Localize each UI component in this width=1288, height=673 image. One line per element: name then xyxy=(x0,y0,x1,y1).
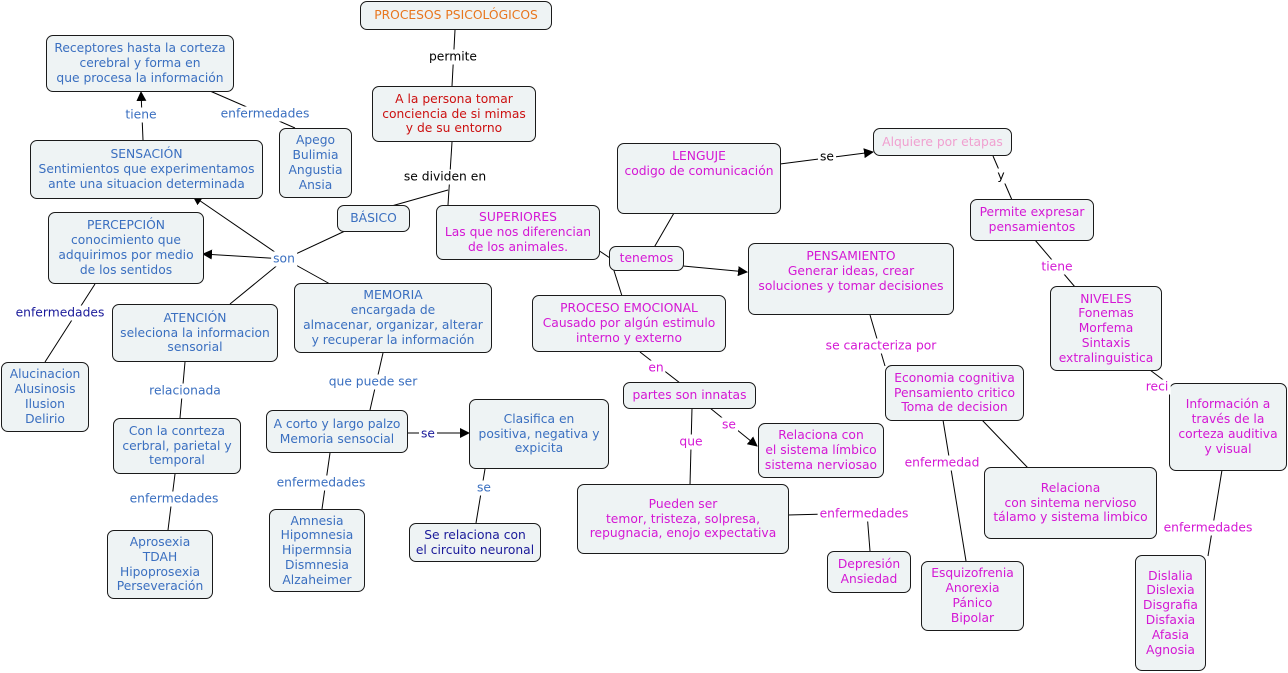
node-alucinacion[interactable]: Alucinacion Alusinosis Ilusion Delirio xyxy=(1,362,89,432)
node-alquiere[interactable]: Alquiere por etapas xyxy=(873,128,1012,156)
node-apego[interactable]: Apego Bulimia Angustia Ansia xyxy=(279,128,352,198)
node-amnesia[interactable]: Amnesia Hipomnesia Hipermnsia Dismnesia … xyxy=(269,509,365,592)
label-son: son xyxy=(271,251,297,267)
node-sensacion[interactable]: SENSACIÓN Sentimientos que experimentamo… xyxy=(30,140,263,199)
node-partes-innatas[interactable]: partes son innatas xyxy=(623,382,756,409)
node-receptores[interactable]: Receptores hasta la corteza cerebral y f… xyxy=(46,35,234,92)
node-percepcion[interactable]: PERCEPCIÓN conocimiento que adquirimos p… xyxy=(48,212,204,284)
node-clasifica[interactable]: Clasifica en positiva, negativa y expici… xyxy=(469,399,609,469)
node-corteza[interactable]: Con la conrteza cerbral, parietal y temp… xyxy=(113,418,241,474)
label-y: y xyxy=(995,168,1007,184)
label-se-innatas: se xyxy=(720,417,738,433)
label-se-caracteriza: se caracteriza por xyxy=(823,338,939,354)
node-memoria[interactable]: MEMORIA encargada de almacenar, organiza… xyxy=(294,283,492,353)
label-enfermedades-sensacion: enfermedades xyxy=(218,106,312,122)
node-corto-largo[interactable]: A corto y largo palzo Memoria sensocial xyxy=(266,410,408,453)
node-tenemos[interactable]: tenemos xyxy=(609,246,684,271)
node-pensamiento[interactable]: PENSAMIENTO Generar ideas, crear solucio… xyxy=(748,243,954,315)
node-economia-cognitiva[interactable]: Economia cognitiva Pensamiento critico T… xyxy=(885,365,1024,421)
node-esquizofrenia[interactable]: Esquizofrenia Anorexia Pánico Bipolar xyxy=(921,561,1024,631)
node-lenguaje[interactable]: LENGUJE codigo de comunicación xyxy=(617,143,781,214)
label-se-corto: se xyxy=(419,426,437,442)
label-en: en xyxy=(646,360,666,376)
node-proceso-emocional[interactable]: PROCESO EMOCIONAL Causado por algún esti… xyxy=(532,295,726,352)
node-sistema-limbico[interactable]: Relaciona con el sistema límbico sistema… xyxy=(758,423,884,478)
label-se-clasifica: se xyxy=(475,480,493,496)
label-enfermedades-informacion: enfermedades xyxy=(1161,520,1255,536)
node-dislalia[interactable]: Dislalia Dislexia Disgrafia Disfaxia Afa… xyxy=(1135,555,1206,671)
node-informacion[interactable]: Información a través de la corteza audit… xyxy=(1169,383,1287,471)
label-que: que xyxy=(677,434,705,450)
label-enfermedad: enfermedad xyxy=(902,455,982,471)
node-niveles[interactable]: NIVELES Fonemas Morfema Sintaxis extrali… xyxy=(1050,286,1162,371)
label-tiene-niveles: tiene xyxy=(1039,259,1075,275)
label-que-puede-ser: que puede ser xyxy=(326,374,420,390)
node-persona-conciencia[interactable]: A la persona tomar conciencia de si mima… xyxy=(372,86,536,142)
label-se-lenguaje: se xyxy=(818,149,836,165)
node-atencion[interactable]: ATENCIÓN seleciona la informacion sensor… xyxy=(112,304,278,362)
label-reci: reci xyxy=(1143,379,1171,395)
label-enfermedades-pueden: enfermedades xyxy=(817,506,911,522)
label-enfermedades-memoria: enfermedades xyxy=(274,475,368,491)
node-basico[interactable]: BÁSICO xyxy=(337,205,410,232)
node-procesos-psicologicos[interactable]: PROCESOS PSICOLÓGICOS xyxy=(360,1,552,30)
node-pueden-ser[interactable]: Pueden ser temor, tristeza, solpresa, re… xyxy=(577,484,789,554)
label-relacionada: relacionada xyxy=(147,383,223,399)
node-depresion[interactable]: Depresión Ansiedad xyxy=(827,551,911,593)
node-aprosexia[interactable]: Aprosexia TDAH Hipoprosexia Perseveració… xyxy=(107,530,213,599)
node-permite-expresar[interactable]: Permite expresar pensamientos xyxy=(970,199,1094,241)
label-enfermedades-corteza: enfermedades xyxy=(127,491,221,507)
label-enfermedades-percepcion: enfermedades xyxy=(13,305,107,321)
label-tiene-receptores: tiene xyxy=(123,107,159,123)
node-circuito[interactable]: Se relaciona con el circuito neuronal xyxy=(409,523,541,562)
node-superiores[interactable]: SUPERIORES Las que nos diferencian de lo… xyxy=(436,205,600,260)
label-se-dividen-en: se dividen en xyxy=(401,169,489,185)
node-talamo[interactable]: Relaciona con sintema nervioso tálamo y … xyxy=(984,467,1157,539)
label-permite: permite xyxy=(427,49,479,65)
